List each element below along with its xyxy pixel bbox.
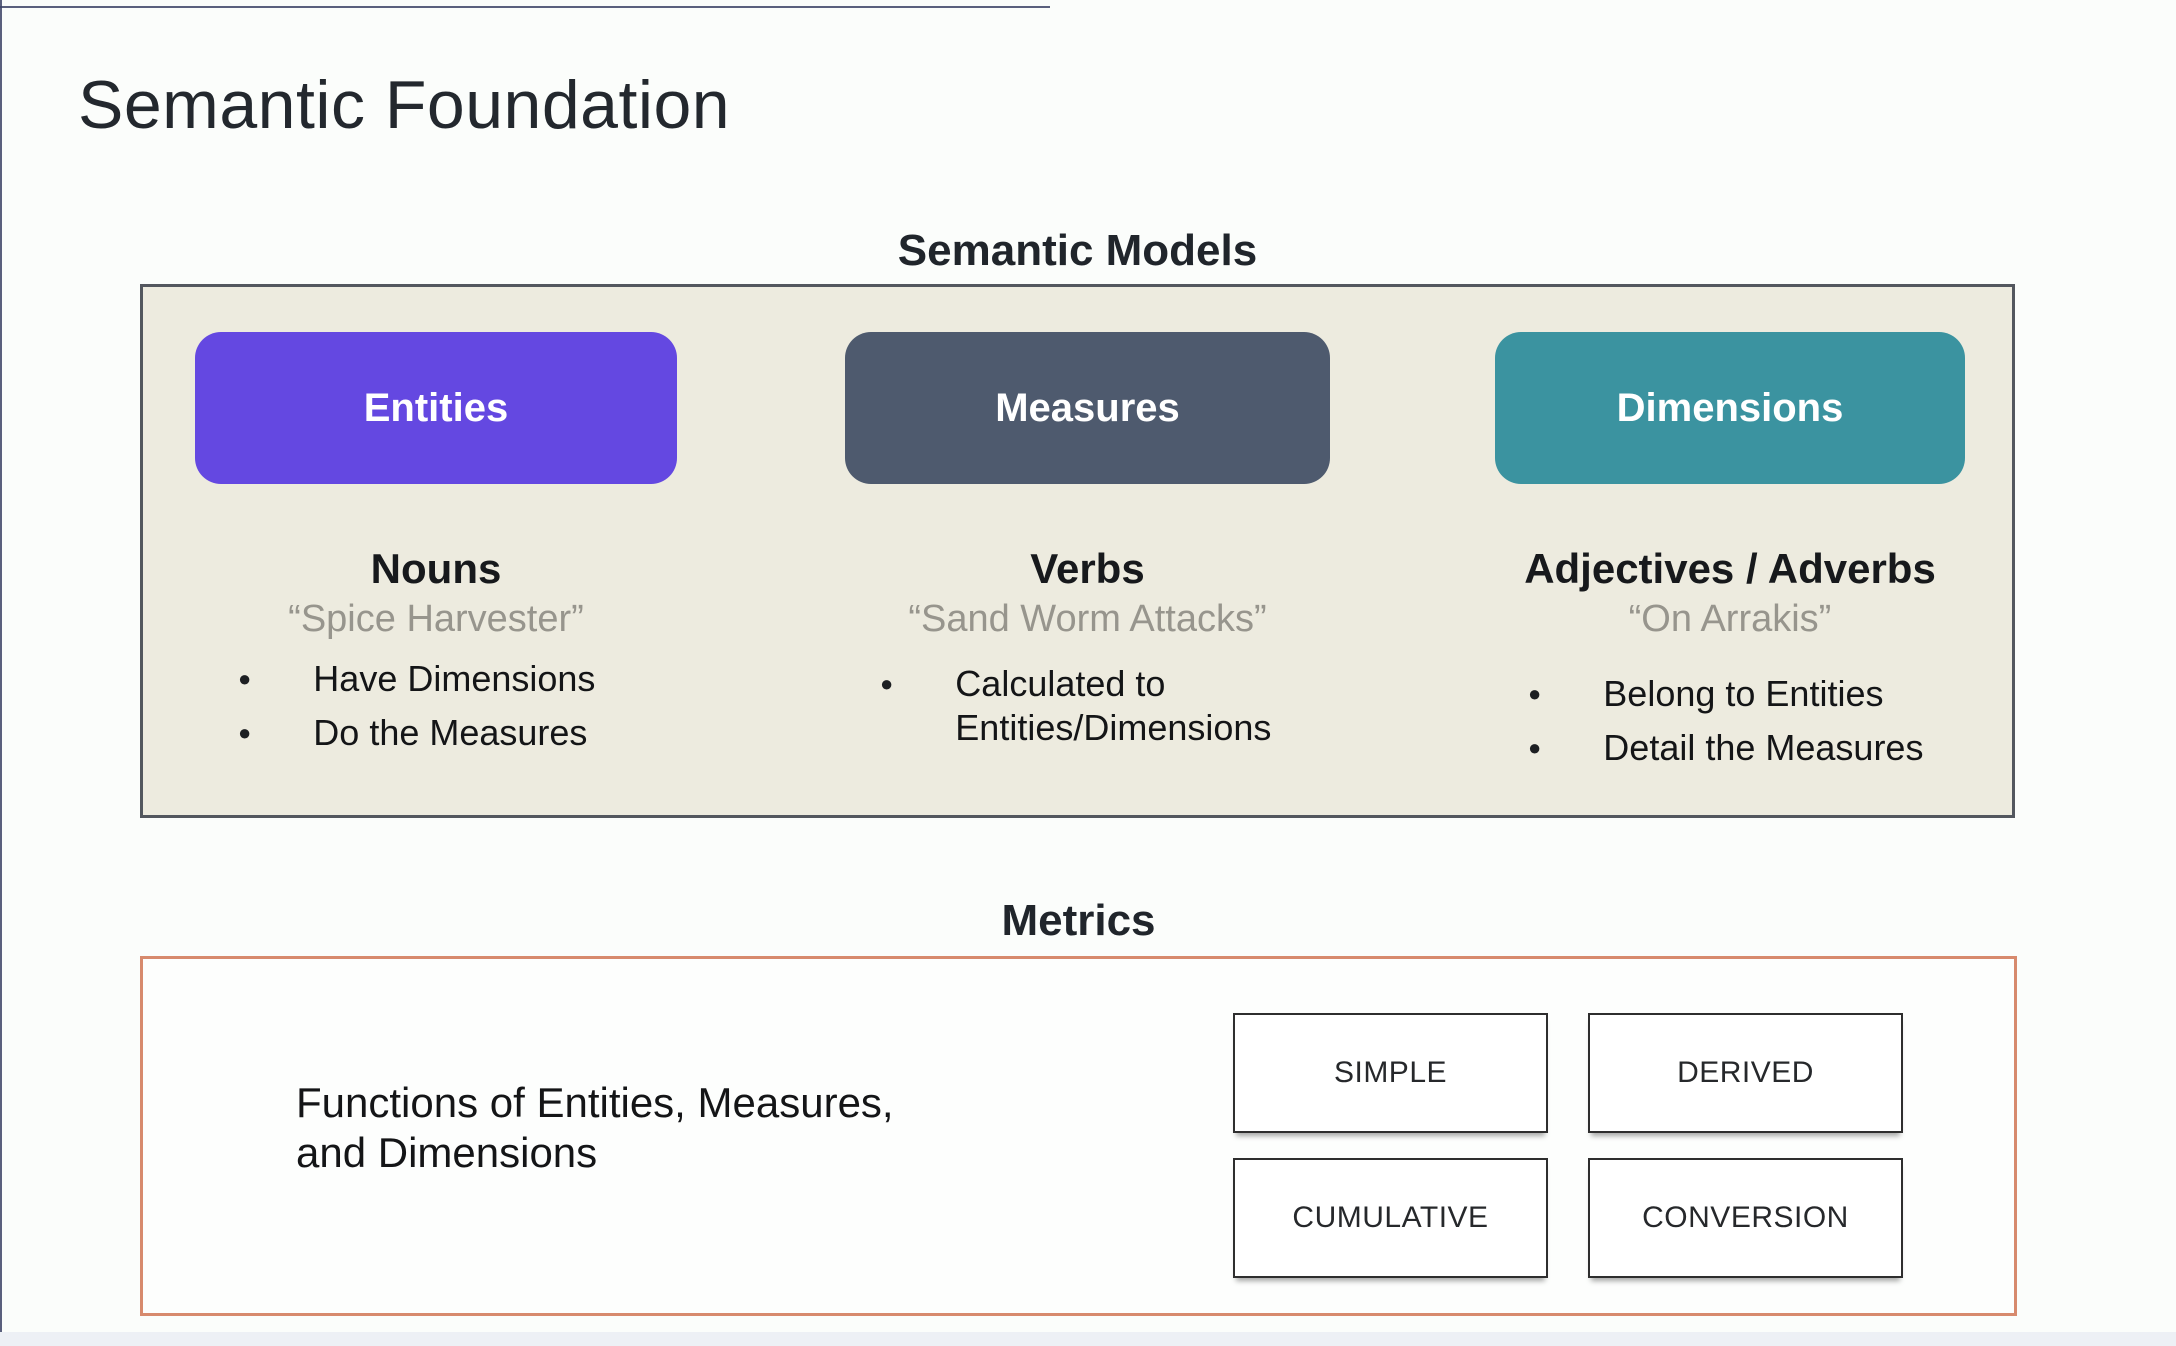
- bullet-text: Do the Measures: [313, 712, 588, 753]
- page-title: Semantic Foundation: [78, 67, 731, 143]
- measures-example-quote: “Sand Worm Attacks”: [908, 598, 1267, 640]
- bullet-icon: ●: [238, 666, 252, 691]
- list-item: ● Have Dimensions: [238, 657, 678, 701]
- metric-type-label: CONVERSION: [1642, 1201, 1849, 1234]
- bullet-text: Calculated to Entities/Dimensions: [955, 663, 1272, 748]
- metric-type-derived: DERIVED: [1588, 1013, 1903, 1133]
- dimensions-part-of-speech: Adjectives / Adverbs: [1524, 545, 1936, 592]
- metric-type-cumulative: CUMULATIVE: [1233, 1158, 1548, 1278]
- dimensions-example-quote: “On Arrakis”: [1628, 598, 1832, 640]
- measures-pill-label: Measures: [995, 385, 1180, 430]
- entities-bullet-list: ● Have Dimensions ● Do the Measures: [238, 657, 678, 765]
- dimensions-pill-label: Dimensions: [1616, 385, 1844, 430]
- window-bottom-strip: [0, 1332, 2176, 1346]
- window-top-edge: [0, 6, 1050, 8]
- metric-type-simple: SIMPLE: [1233, 1013, 1548, 1133]
- entities-pill: Entities: [195, 332, 677, 484]
- measures-pill: Measures: [845, 332, 1330, 484]
- window-left-edge: [0, 0, 2, 1346]
- metric-type-conversion: CONVERSION: [1588, 1158, 1903, 1278]
- metric-type-label: SIMPLE: [1333, 1056, 1448, 1089]
- bullet-icon: ●: [880, 671, 894, 696]
- entities-example-quote: “Spice Harvester”: [288, 598, 584, 640]
- bullet-icon: ●: [1528, 735, 1542, 760]
- list-item: ● Belong to Entities: [1528, 672, 1968, 716]
- dimensions-pill: Dimensions: [1495, 332, 1965, 484]
- semantic-models-heading: Semantic Models: [897, 226, 1258, 275]
- metric-type-label: DERIVED: [1677, 1056, 1814, 1089]
- bullet-icon: ●: [238, 720, 252, 745]
- dimensions-bullet-list: ● Belong to Entities ● Detail the Measur…: [1528, 672, 1968, 780]
- entities-pill-label: Entities: [363, 385, 509, 430]
- bullet-text: Have Dimensions: [313, 658, 596, 699]
- metric-type-label: CUMULATIVE: [1292, 1201, 1489, 1234]
- bullet-text: Belong to Entities: [1603, 673, 1884, 714]
- list-item: ● Do the Measures: [238, 711, 678, 755]
- metrics-description: Functions of Entities, Measures, and Dim…: [296, 1079, 894, 1176]
- measures-part-of-speech: Verbs: [1030, 545, 1145, 592]
- entities-part-of-speech: Nouns: [370, 545, 502, 592]
- bullet-text: Detail the Measures: [1603, 727, 1924, 768]
- measures-bullet-list: ● Calculated to Entities/Dimensions: [880, 662, 1310, 760]
- list-item: ● Calculated to Entities/Dimensions: [880, 662, 1310, 750]
- list-item: ● Detail the Measures: [1528, 726, 1968, 770]
- metrics-heading: Metrics: [1001, 896, 1156, 945]
- bullet-icon: ●: [1528, 681, 1542, 706]
